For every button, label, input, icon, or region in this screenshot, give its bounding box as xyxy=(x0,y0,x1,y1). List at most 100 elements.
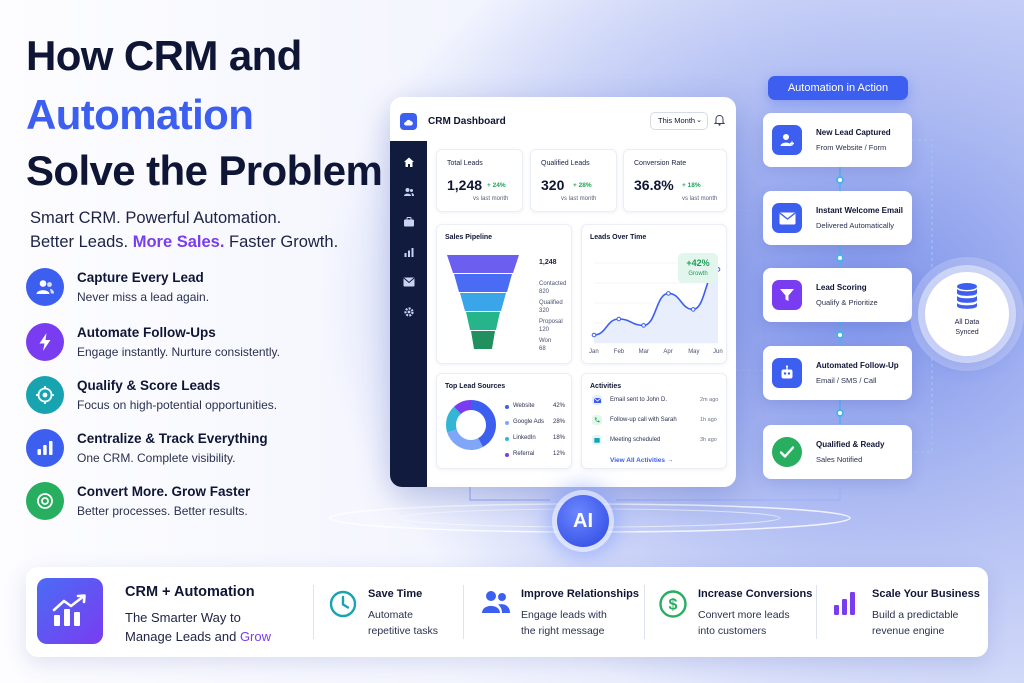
svg-text:$: $ xyxy=(669,597,678,614)
banner-divider xyxy=(313,585,314,639)
step-desc: Sales Notified xyxy=(816,455,863,464)
kpi-label: Qualified Leads xyxy=(541,160,590,167)
data-point xyxy=(690,307,696,312)
kpi-delta: + 28% xyxy=(573,182,592,189)
lead-sources-donut xyxy=(446,400,496,450)
activity-time: 3h ago xyxy=(700,437,717,443)
pipeline-funnel xyxy=(447,255,519,349)
headline-line-3: Solve the Problem xyxy=(26,147,383,194)
step-desc: Delivered Automatically xyxy=(816,221,894,230)
connector-dot xyxy=(836,331,844,339)
period-select-value: This Month xyxy=(658,116,696,125)
month-tick-label: Feb xyxy=(613,349,625,355)
database-icon xyxy=(955,282,979,315)
kpi-value: 320 xyxy=(541,177,565,193)
automation-in-action-badge: Automation in Action xyxy=(768,76,908,100)
sync-label-line-1: All Data xyxy=(954,319,980,326)
banner-title: CRM + Automation xyxy=(125,584,255,600)
donut-slice xyxy=(446,400,496,450)
funnel-stage-5 xyxy=(471,331,495,349)
legend-dot xyxy=(505,420,509,425)
bell-icon[interactable] xyxy=(713,113,726,131)
data-point xyxy=(641,323,646,328)
feature-desc: Focus on high-potential opportunities. xyxy=(77,398,278,412)
benefit-title: Scale Your Business xyxy=(872,588,980,600)
contacts-icon[interactable] xyxy=(402,185,416,199)
email-activity-icon xyxy=(592,395,602,405)
banner-divider xyxy=(816,585,817,639)
benefit-title: Increase Conversions xyxy=(698,588,813,600)
analytics-icon[interactable] xyxy=(402,245,416,259)
kpi-total-leads: Total Leads 1,248 + 24% vs last month xyxy=(436,149,523,212)
funnel-stage-2 xyxy=(454,274,512,292)
funnel-stage-3 xyxy=(460,293,506,311)
feature-title: Qualify & Score Leads xyxy=(77,378,221,393)
step-title: Instant Welcome Email xyxy=(816,206,903,215)
legend-dot xyxy=(505,452,509,457)
feature-desc: Engage instantly. Nurture consistently. xyxy=(77,345,280,359)
connector-dot xyxy=(836,254,844,262)
card-title: Sales Pipeline xyxy=(445,234,493,241)
kpi-label: Total Leads xyxy=(447,160,483,167)
phone-activity-icon xyxy=(592,415,602,425)
home-icon[interactable] xyxy=(402,155,416,169)
legend-label: Google Ads xyxy=(513,419,545,425)
mail-icon[interactable] xyxy=(402,275,416,289)
period-select[interactable]: This Month⌄ xyxy=(650,112,708,130)
cloud-logo-icon xyxy=(400,113,417,130)
step-automated-follow-up: Automated Follow-Up Email / SMS / Call xyxy=(763,346,912,400)
dashboard-sidebar xyxy=(390,141,427,487)
gear-icon[interactable] xyxy=(402,305,416,319)
view-all-activities-link[interactable]: View All Activities → xyxy=(610,457,674,464)
feature-title: Capture Every Lead xyxy=(77,270,204,285)
growth-value: +42% xyxy=(686,258,710,268)
legend-percent: 18% xyxy=(552,435,565,441)
briefcase-icon[interactable] xyxy=(402,215,416,229)
legend-label: Website xyxy=(513,403,535,409)
dashboard-header: CRM Dashboard This Month⌄ xyxy=(390,97,736,141)
data-point xyxy=(666,291,671,296)
headline-line-2: Automation xyxy=(26,91,254,138)
step-instant-welcome-email: Instant Welcome Email Delivered Automati… xyxy=(763,191,912,245)
connector-dot xyxy=(836,176,844,184)
dollar-icon: $ xyxy=(658,589,688,624)
ai-core-badge: AI xyxy=(557,495,609,547)
kpi-qualified-leads: Qualified Leads 320 + 28% vs last month xyxy=(530,149,617,212)
kpi-value: 1,248 xyxy=(447,177,483,193)
funnel-stage-4 xyxy=(466,312,500,330)
lightning-icon xyxy=(26,323,64,361)
donut-slice xyxy=(446,400,496,450)
feature-title: Convert More. Grow Faster xyxy=(77,484,251,499)
activity-text: Follow-up call with Sarah xyxy=(610,417,677,423)
legend-percent: 28% xyxy=(552,419,565,425)
activity-time: 1h ago xyxy=(700,417,717,423)
legend-percent: 12% xyxy=(552,451,565,457)
feature-desc: Never miss a lead again. xyxy=(77,290,210,304)
connector-dot xyxy=(836,409,844,417)
benefit-title: Improve Relationships xyxy=(521,588,639,600)
step-title: New Lead Captured xyxy=(816,128,891,137)
kpi-sub: vs last month xyxy=(682,196,718,202)
check-icon xyxy=(772,437,802,467)
users-icon xyxy=(26,268,64,306)
kpi-label: Conversion Rate xyxy=(634,160,687,167)
step-desc: From Website / Form xyxy=(816,143,887,152)
growth-chart-icon xyxy=(37,578,103,644)
user-plus-icon xyxy=(772,125,802,155)
step-qualified-ready: Qualified & Ready Sales Notified xyxy=(763,425,912,479)
month-tick-label: May xyxy=(688,349,700,355)
legend-percent: 42% xyxy=(552,403,565,409)
data-point xyxy=(591,332,597,338)
sync-label-line-2: Synced xyxy=(955,329,979,336)
subheadline-line-1: Smart CRM. Powerful Automation. xyxy=(30,209,282,227)
growth-annotation: +42% Growth xyxy=(678,253,718,283)
step-new-lead-captured: New Lead Captured From Website / Form xyxy=(763,113,912,167)
